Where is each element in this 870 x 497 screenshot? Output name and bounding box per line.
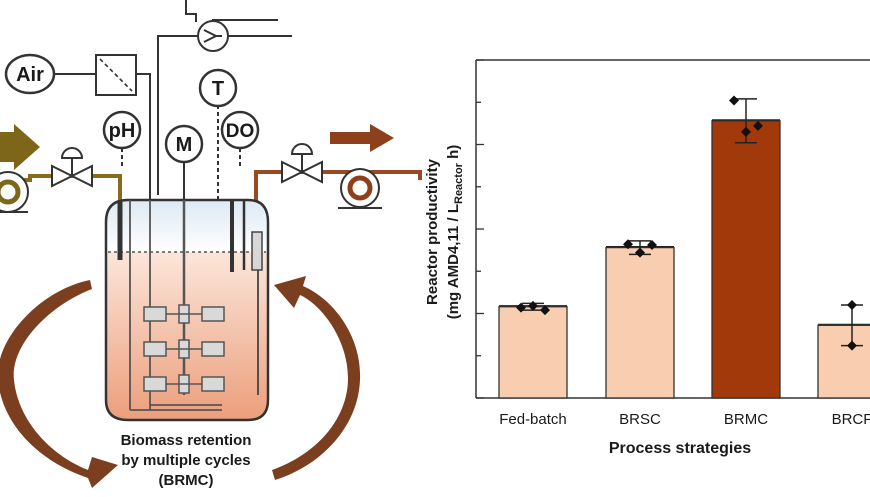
motor-label: M — [176, 134, 193, 156]
data-point — [635, 247, 645, 258]
feed-valve-icon-right — [69, 164, 93, 188]
cooler-inlet-line — [185, 0, 197, 22]
bar-fed-batch — [498, 306, 568, 399]
offgas-line — [157, 35, 198, 195]
harvest-arrow-icon — [330, 124, 394, 152]
impeller-blade — [143, 306, 167, 322]
data-point — [847, 300, 857, 311]
feed-pump-rotor — [0, 179, 21, 205]
heat-exchanger-icon — [197, 20, 229, 52]
caption-line-3: (BRMC) — [159, 472, 214, 489]
sparger-feed-line — [136, 73, 151, 200]
harvest-line — [254, 124, 422, 252]
x-tick-label: BRMC — [724, 411, 768, 428]
ph-label-circle — [102, 110, 142, 150]
harvest-pipe — [254, 170, 422, 252]
do-label: DO — [226, 121, 255, 142]
cell-retention-filter — [251, 231, 263, 271]
vessel-headspace — [106, 200, 268, 252]
right-cycle-arrow-icon — [272, 276, 361, 480]
x-tick-label: BRSC — [619, 411, 661, 428]
left-cycle-arrow-icon — [0, 280, 118, 488]
x-tick-label: Fed-batch — [499, 411, 567, 428]
data-point — [729, 95, 739, 106]
feed-valve-icon — [51, 164, 75, 188]
data-point — [623, 239, 633, 250]
bioreactor-diagram: Air pH M T DO — [0, 0, 422, 489]
caption-line-1: Biomass retention — [121, 432, 252, 449]
temperature-label-circle — [198, 68, 238, 108]
data-point — [753, 120, 763, 131]
air-label-circle — [4, 53, 56, 95]
harvest-pump-rotor — [347, 175, 373, 201]
air-label: Air — [16, 64, 44, 86]
y-axis-units-end: h) — [445, 145, 462, 163]
cycle-arrows — [0, 276, 361, 488]
impeller-blade — [201, 341, 225, 357]
chart-x-tick-labels: Fed-batch BRSC BRMC BRCF — [499, 411, 870, 428]
data-point — [516, 302, 526, 313]
bar-brsc — [605, 246, 675, 399]
chart-bars — [498, 120, 870, 399]
data-point — [741, 126, 751, 137]
harvest-pump-icon — [340, 168, 380, 208]
data-point — [540, 305, 550, 316]
y-axis-units-subscript: Reactor — [453, 162, 465, 204]
condenser — [157, 0, 292, 195]
y-axis-units-main: (mg AMD4,11 / L — [445, 204, 462, 319]
x-tick-label: BRCF — [832, 411, 870, 428]
data-point — [647, 240, 657, 251]
feed-line — [0, 124, 122, 213]
y-axis-label-units: (mg AMD4,11 / LReactor h) — [445, 145, 465, 320]
productivity-chart: Fed-batch BRSC BRMC BRCF Process strategies… — [424, 59, 870, 457]
impeller-blade — [143, 341, 167, 357]
harvest-valve-icon-right — [299, 160, 323, 184]
impeller-blade — [201, 306, 225, 322]
data-point — [528, 300, 538, 311]
diagram-caption: Biomass retention by multiple cycles (BR… — [121, 432, 252, 489]
data-point — [847, 340, 857, 351]
impeller-arms — [166, 313, 202, 385]
bar-brmc — [711, 120, 781, 399]
probes: pH M T DO — [102, 68, 260, 200]
feed-arrow-icon — [0, 124, 40, 170]
harvest-valve-actuator — [290, 143, 314, 155]
feed-valve-actuator — [60, 147, 84, 159]
do-label-circle — [220, 110, 260, 150]
impeller-blade — [143, 376, 167, 392]
temperature-label: T — [212, 78, 224, 100]
air-supply: Air — [4, 53, 151, 200]
y-axis-label: Reactor productivity — [424, 158, 441, 305]
impeller-blade — [201, 376, 225, 392]
chart-points — [516, 95, 857, 351]
ph-label: pH — [109, 120, 136, 142]
harvest-valve-icon — [281, 160, 305, 184]
caption-line-2: by multiple cycles — [121, 452, 250, 469]
motor-label-circle — [164, 124, 204, 164]
air-filter-diagonal — [99, 58, 133, 92]
x-axis-label: Process strategies — [609, 440, 751, 457]
reactor-vessel — [104, 198, 270, 422]
bar-brcf — [817, 324, 870, 399]
